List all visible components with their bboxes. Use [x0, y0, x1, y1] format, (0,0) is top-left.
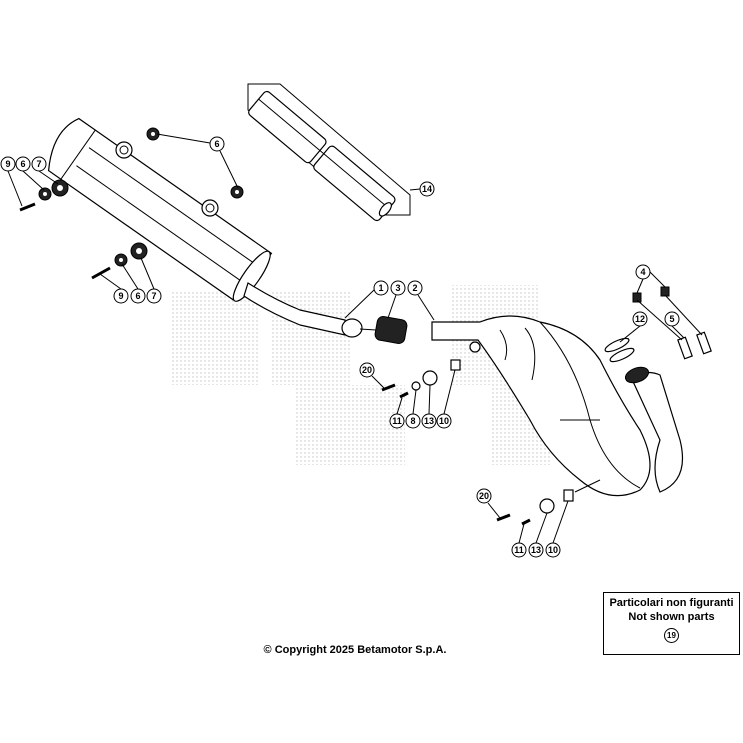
callout-13: 13 — [421, 413, 437, 429]
washer — [411, 381, 421, 391]
callout-8: 8 — [405, 413, 421, 429]
svg-text:20: 20 — [362, 365, 372, 375]
callout-2: 2 — [407, 280, 423, 296]
spring — [677, 336, 693, 360]
callout-4: 4 — [635, 264, 651, 280]
svg-text:6: 6 — [135, 291, 140, 301]
callout-6: 6 — [209, 136, 225, 152]
bolt — [91, 266, 111, 280]
callout-14: 14 — [419, 181, 435, 197]
svg-text:7: 7 — [36, 159, 41, 169]
svg-text:13: 13 — [424, 416, 434, 426]
watermark — [170, 285, 550, 465]
callout-10: 10 — [436, 413, 452, 429]
svg-text:14: 14 — [422, 184, 432, 194]
callout-9: 9 — [113, 288, 129, 304]
callout-6: 6 — [130, 288, 146, 304]
bolt — [399, 391, 409, 399]
svg-text:10: 10 — [439, 416, 449, 426]
svg-text:2: 2 — [412, 283, 417, 293]
o-ring — [609, 347, 635, 363]
svg-text:8: 8 — [410, 416, 415, 426]
coupling-sleeve — [359, 316, 408, 344]
bolt — [381, 383, 396, 392]
spring-holder — [660, 286, 670, 297]
svg-text:12: 12 — [635, 314, 645, 324]
bolt — [521, 518, 531, 526]
heat-shield-kit-box — [247, 83, 421, 222]
callout-3: 3 — [390, 280, 406, 296]
spring — [696, 331, 712, 355]
rubber-mount — [422, 370, 438, 386]
callout-6: 6 — [15, 156, 31, 172]
callout-7: 7 — [31, 156, 47, 172]
svg-text:1: 1 — [378, 283, 383, 293]
callout-20: 20 — [476, 488, 492, 504]
callout-12: 12 — [632, 311, 648, 327]
svg-text:20: 20 — [479, 491, 489, 501]
callout-20: 20 — [359, 362, 375, 378]
bolt — [19, 202, 36, 212]
svg-text:7: 7 — [151, 291, 156, 301]
svg-text:6: 6 — [214, 139, 219, 149]
svg-text:5: 5 — [669, 314, 674, 324]
not-shown-parts-box: Particolari non figuranti Not shown part… — [603, 592, 740, 655]
silencer — [47, 117, 363, 338]
svg-text:13: 13 — [531, 545, 541, 555]
leader-lines — [7, 133, 685, 544]
callout-7: 7 — [146, 288, 162, 304]
bracket — [563, 489, 574, 502]
svg-text:3: 3 — [395, 283, 400, 293]
callout-11: 11 — [511, 542, 527, 558]
svg-text:9: 9 — [118, 291, 123, 301]
svg-text:11: 11 — [514, 545, 524, 555]
svg-text:10: 10 — [548, 545, 558, 555]
svg-text:4: 4 — [640, 267, 645, 277]
callout-19: 19 — [664, 628, 679, 643]
bolt — [496, 513, 511, 522]
expansion-chamber — [431, 315, 684, 497]
bracket — [450, 359, 461, 371]
o-ring — [604, 337, 630, 353]
rubber-mount — [539, 498, 555, 514]
note-line-english: Not shown parts — [628, 611, 715, 623]
callout-5: 5 — [664, 311, 680, 327]
callout-1: 1 — [373, 280, 389, 296]
svg-text:11: 11 — [392, 416, 402, 426]
svg-text:6: 6 — [20, 159, 25, 169]
copyright: © Copyright 2025 Betamotor S.p.A. — [263, 644, 447, 656]
note-line-italian: Particolari non figuranti — [609, 597, 734, 609]
callout-13: 13 — [528, 542, 544, 558]
callout-11: 11 — [389, 413, 405, 429]
callout-9: 9 — [0, 156, 16, 172]
callout-10: 10 — [545, 542, 561, 558]
svg-text:9: 9 — [5, 159, 10, 169]
